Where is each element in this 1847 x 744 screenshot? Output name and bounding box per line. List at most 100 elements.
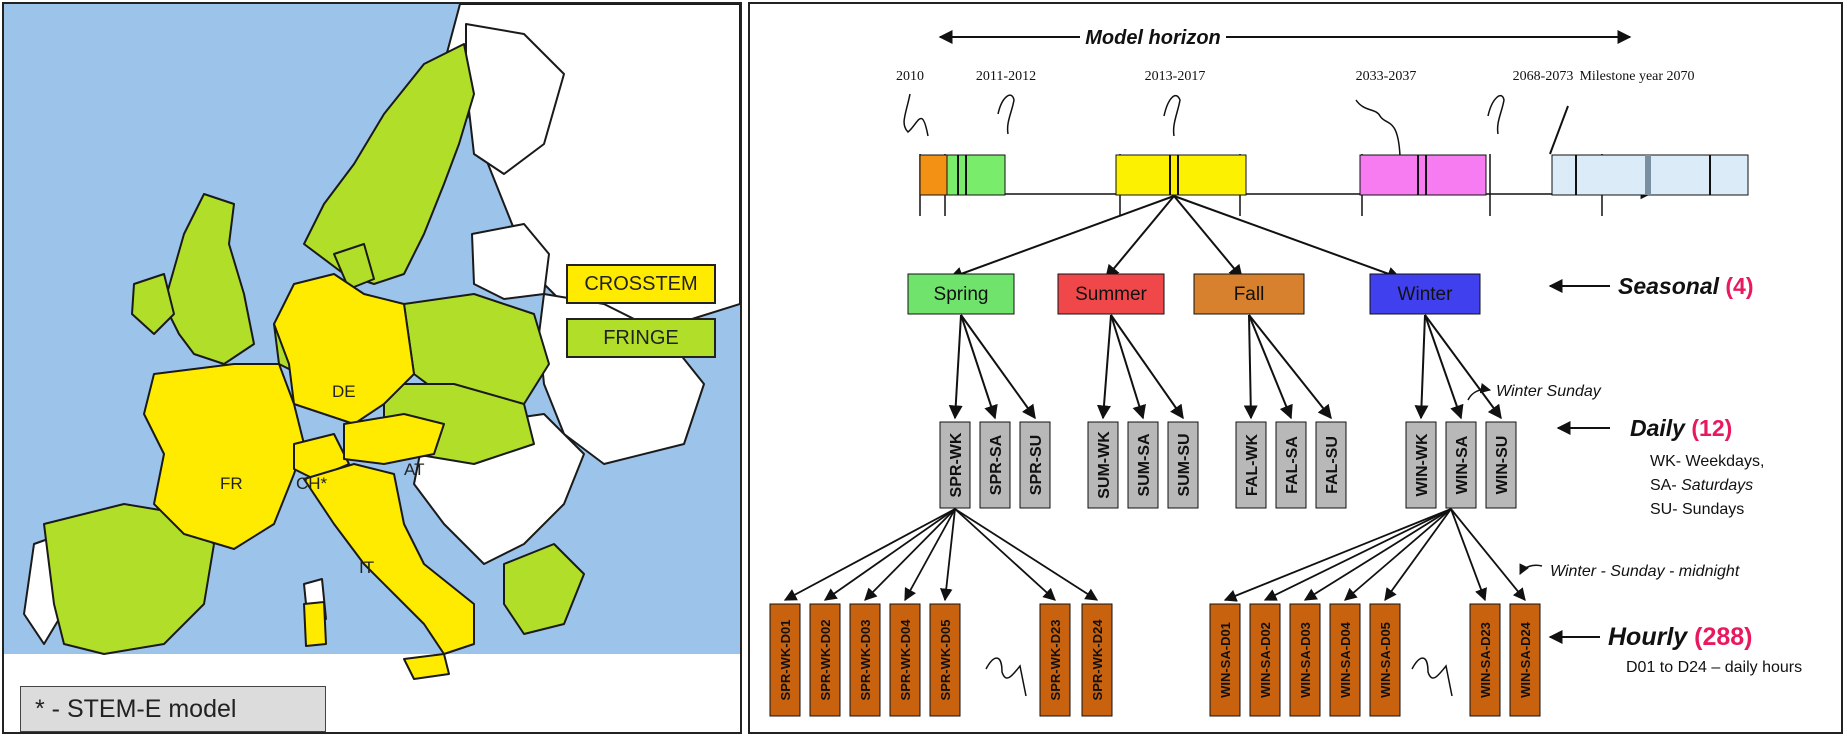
daily-block-label: SPR-SA <box>988 434 1005 495</box>
period-block-2033-2037 <box>1359 154 1487 196</box>
daily-block: SUM-SU <box>1167 421 1199 509</box>
hourly-block-label: SPR-WK-D04 <box>898 619 913 701</box>
level-daily-count: (12) <box>1691 415 1732 441</box>
period-label: 2013-2017 <box>1145 69 1206 84</box>
daily-desc-su: SU- Sundays <box>1650 501 1744 518</box>
footnote-stem-e: * - STEM-E model <box>20 686 326 732</box>
italy <box>303 463 475 655</box>
label-at: AT <box>404 460 425 479</box>
austria <box>343 413 445 465</box>
hourly-block-label: WIN-SA-D04 <box>1338 621 1353 698</box>
level-hourly-label: Hourly <box>1608 623 1688 651</box>
period-label: 2010 <box>896 69 924 84</box>
period-label: 2033-2037 <box>1356 69 1417 84</box>
daily-block-label: WIN-WK <box>1414 433 1431 497</box>
level-seasonal-label: Seasonal <box>1618 273 1720 299</box>
uk <box>163 193 255 365</box>
daily-block-label: SPR-WK <box>948 432 965 497</box>
hourly-block: WIN-SA-D03 <box>1289 603 1321 717</box>
hourly-block-label: WIN-SA-D23 <box>1478 622 1493 698</box>
hourly-block-label: SPR-WK-D01 <box>778 620 793 701</box>
hourly-block: SPR-WK-D24 <box>1081 603 1113 717</box>
svg-text:SA- Saturdays: SA- Saturdays <box>1650 477 1753 494</box>
spain <box>43 503 215 655</box>
season-label: Fall <box>1234 284 1265 305</box>
daily-block-label: FAL-WK <box>1244 433 1261 496</box>
daily-desc-sa-prefix: SA- <box>1650 477 1681 494</box>
legend-fringe: FRINGE <box>566 318 716 358</box>
hourly-block: SPR-WK-D01 <box>769 603 801 717</box>
france <box>143 363 305 550</box>
winter-sunday-midnight-annotation: Winter - Sunday - midnight <box>1550 563 1740 580</box>
sardinia <box>303 601 327 647</box>
daily-block: FAL-SU <box>1315 421 1347 509</box>
legend-crosstem: CROSSTEM <box>566 264 716 304</box>
horizon-label: Model horizon <box>1085 27 1221 49</box>
period-block-2010 <box>919 154 948 196</box>
daily-block: SPR-SA <box>979 421 1011 509</box>
poland <box>403 293 550 405</box>
daily-block: SUM-SA <box>1127 421 1159 509</box>
timeslice-diagram: Model horizon 2010 2011-2012 2013-2017 2… <box>769 22 1802 717</box>
hourly-block: WIN-SA-D05 <box>1369 603 1401 717</box>
hourly-block-label: SPR-WK-D23 <box>1048 620 1063 701</box>
season-label: Summer <box>1075 284 1147 305</box>
hourly-block-label: WIN-SA-D03 <box>1298 622 1313 698</box>
daily-block: WIN-SU <box>1485 421 1517 509</box>
season-spring <box>907 273 1015 315</box>
hourly-block-label: WIN-SA-D02 <box>1258 622 1273 698</box>
hourly-desc: D01 to D24 – daily hours <box>1626 659 1802 676</box>
period-label: 2068-2073 <box>1513 69 1574 84</box>
sicily <box>403 653 450 680</box>
hourly-block-label: SPR-WK-D03 <box>858 620 873 701</box>
period-label: 2011-2012 <box>976 69 1036 84</box>
hourly-block: SPR-WK-D05 <box>929 603 961 717</box>
germany <box>273 273 415 425</box>
daily-block-label: SPR-SU <box>1028 435 1045 495</box>
hourly-block: SPR-WK-D23 <box>1039 603 1071 717</box>
level-seasonal-count: (4) <box>1725 273 1753 299</box>
hourly-block-label: SPR-WK-D24 <box>1090 619 1105 701</box>
daily-block: FAL-SA <box>1275 421 1307 509</box>
hourly-block-label: WIN-SA-D05 <box>1378 622 1393 698</box>
hourly-block: SPR-WK-D04 <box>889 603 921 717</box>
daily-block: WIN-WK <box>1405 421 1437 509</box>
hourly-block-label: WIN-SA-D01 <box>1218 622 1233 698</box>
daily-block-label: SUM-WK <box>1096 431 1113 499</box>
hourly-block-label: SPR-WK-D02 <box>818 620 833 701</box>
europe-map-panel: CROSSTEM FRINGE DE FR CH* AT IT * - STEM… <box>2 2 742 734</box>
label-it: IT <box>359 558 375 577</box>
daily-block: FAL-WK <box>1235 421 1267 509</box>
season-label: Spring <box>934 284 989 305</box>
label-ch: CH* <box>296 474 328 493</box>
denmark <box>333 243 375 290</box>
svg-text:Seasonal (4): Seasonal (4) <box>1618 273 1754 299</box>
season-winter <box>1369 273 1481 315</box>
hourly-block: SPR-WK-D03 <box>849 603 881 717</box>
daily-block-label: WIN-SA <box>1454 435 1471 494</box>
level-daily-label: Daily <box>1630 415 1686 441</box>
daily-desc-sa: Saturdays <box>1681 477 1753 494</box>
hourly-block: SPR-WK-D02 <box>809 603 841 717</box>
period-block-2011-2012 <box>946 154 1006 196</box>
timeslice-diagram-panel: Model horizon 2010 2011-2012 2013-2017 2… <box>748 2 1843 734</box>
svg-text:Hourly (288): Hourly (288) <box>1608 623 1753 651</box>
daily-block-label: FAL-SA <box>1284 436 1301 494</box>
daily-block-label: SUM-SA <box>1136 433 1153 497</box>
ireland <box>131 273 175 335</box>
svg-text:Daily (12): Daily (12) <box>1630 415 1732 441</box>
daily-block-label: WIN-SU <box>1494 436 1511 495</box>
season-summer <box>1057 273 1165 315</box>
norway-sweden <box>303 43 475 285</box>
winter-sunday-annotation: Winter Sunday <box>1496 383 1602 400</box>
hourly-block: WIN-SA-D04 <box>1329 603 1361 717</box>
season-fall <box>1193 273 1305 315</box>
milestone-label: Milestone year 2070 <box>1579 69 1694 84</box>
daily-desc-wk: WK- Weekdays, <box>1650 453 1764 470</box>
hourly-block: WIN-SA-D23 <box>1469 603 1501 717</box>
daily-block: SPR-SU <box>1019 421 1051 509</box>
daily-block: SPR-WK <box>939 421 971 509</box>
hourly-block-label: SPR-WK-D05 <box>938 620 953 701</box>
label-fr: FR <box>220 474 243 493</box>
season-label: Winter <box>1398 284 1454 305</box>
